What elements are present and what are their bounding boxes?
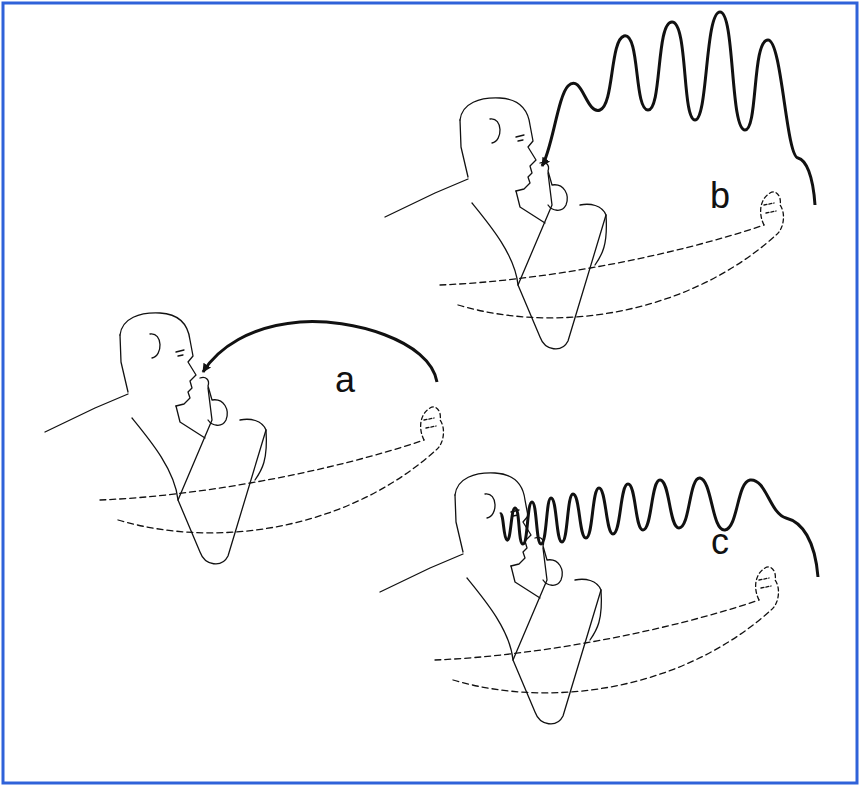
frame-border <box>3 3 857 783</box>
trajectory-path <box>500 478 818 577</box>
panel-letter: a <box>335 362 355 398</box>
panel-letter: c <box>711 524 729 560</box>
panel-letter: b <box>710 178 730 214</box>
person-figure <box>45 313 443 564</box>
trajectory-path <box>542 12 815 205</box>
trajectory-path <box>203 322 437 382</box>
person-figure <box>385 98 783 349</box>
